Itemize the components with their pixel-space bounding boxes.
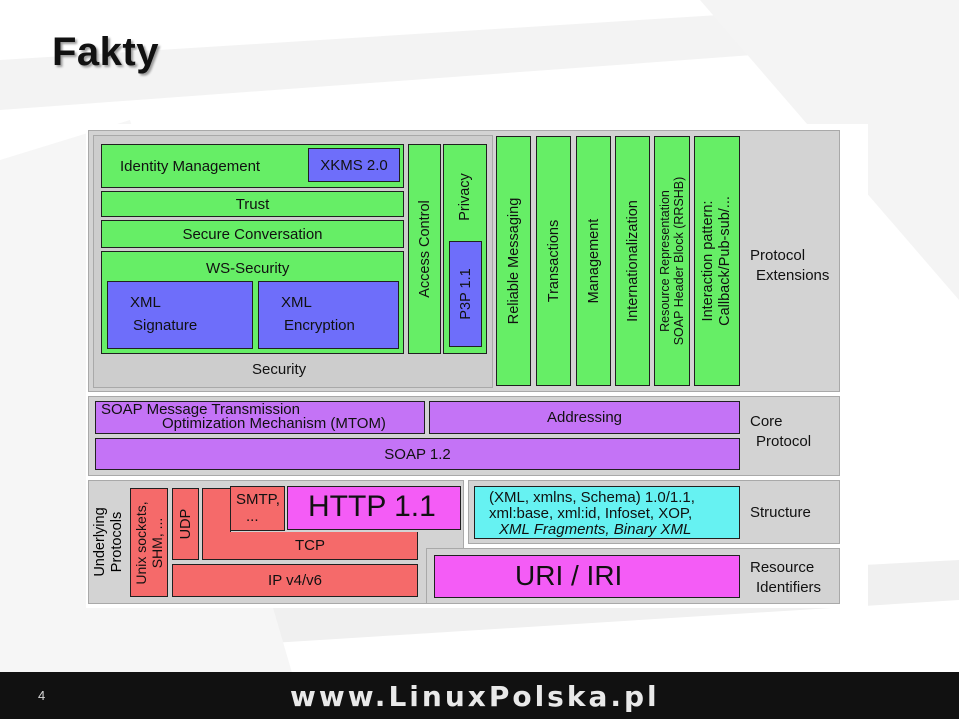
brand-logo-text: www.LinuxPolska.pl [290,680,660,713]
tcp-box: TCP [202,532,418,560]
mtom-label-2: Optimization Mechanism (MTOM) [162,415,386,432]
xml-signature-label-1: XML [130,294,161,311]
privacy-label: Privacy [457,173,473,221]
addressing-box: Addressing [429,401,740,434]
secure-conversation-label: Secure Conversation [182,225,323,243]
xml-encryption-label-2: Encryption [284,317,355,334]
structure-line-1: (XML, xmlns, Schema) 1.0/1.1, [489,489,695,506]
core-protocol-label-1: Core [750,413,783,430]
p3p-label: P3P 1.1 [457,268,474,320]
core-protocol-label-2: Protocol [756,433,812,450]
uri-label: URI / IRI [515,560,623,591]
p3p-box: P3P 1.1 [449,241,482,347]
management-box: Management [576,136,611,386]
resource-representation-box: Resource Representation SOAP Header Bloc… [654,136,690,386]
access-control-label: Access Control [416,200,433,298]
underlying-protocols-line-2: Protocols [109,511,125,573]
footer-bar [0,672,959,719]
interaction-pattern-label: Interaction pattern: Callback/Pub-sub/..… [700,196,734,326]
slide-title: Fakty [52,30,159,74]
management-label: Management [585,218,602,304]
xml-encryption-label-1: XML [281,294,312,311]
security-label: Security [252,361,307,378]
ip-box: IP v4/v6 [172,564,418,597]
tcp-label: TCP [295,537,325,554]
resource-identifiers-label: Resource Identifiers [750,558,821,598]
ip-label: IP v4/v6 [268,572,322,589]
structure-label: Structure [750,504,811,521]
xkms-label: XKMS 2.0 [320,156,388,174]
identity-management-label: Identity Management [120,158,261,175]
structure-line-2: xml:base, xml:id, Infoset, XOP, [489,505,693,522]
xml-signature-box: XML Signature [107,281,253,349]
trust-label: Trust [235,195,270,213]
unix-sockets-box: Unix sockets, SHM, ... [130,488,168,597]
interaction-pattern-line-2: Callback/Pub-sub/... [717,196,733,326]
internationalization-box: Internationalization [615,136,650,386]
tcp-joint [203,530,230,534]
http-label: HTTP 1.1 [308,490,436,523]
ws-security-label: WS-Security [206,260,290,277]
internationalization-label: Internationalization [624,200,641,322]
xkms-box: XKMS 2.0 [308,148,400,182]
unix-sockets-line-2: SHM, ... [149,517,165,568]
page-number: 4 [38,688,46,703]
protocol-extensions-label-1: Protocol [750,247,806,264]
resource-representation-line-2: SOAP Header Block (RRSHB) [672,176,686,346]
transactions-box: Transactions [536,136,571,386]
resource-identifiers-label-2: Identifiers [756,579,822,596]
mtom-box: SOAP Message Transmission Optimization M… [95,401,425,434]
protocol-extensions-label-2: Extensions [756,267,830,284]
smtp-label-1: SMTP, [236,491,280,508]
addressing-label: Addressing [546,409,623,426]
smtp-box: SMTP, ... [230,486,285,531]
secure-conversation-box: Secure Conversation [101,220,404,248]
resource-identifiers-label-1: Resource [750,559,815,576]
web-services-stack-diagram: Identity Management XKMS 2.0 Trust Secur… [86,124,868,608]
soap-box: SOAP 1.2 [95,438,740,470]
reliable-messaging-box: Reliable Messaging [496,136,531,386]
structure-line-3: XML Fragments, Binary XML [499,521,692,538]
mtom-label-1: SOAP Message Transmission [101,401,300,418]
interaction-pattern-box: Interaction pattern: Callback/Pub-sub/..… [694,136,740,386]
underlying-protocols-line-1: Underlying [92,507,108,577]
udp-label: UDP [177,508,194,540]
core-protocol-label: Core Protocol [750,412,811,452]
unix-sockets-label: Unix sockets, SHM, ... [133,501,165,584]
http-box: HTTP 1.1 [287,486,461,530]
resource-representation-label: Resource Representation SOAP Header Bloc… [658,177,686,346]
udp-box: UDP [172,488,199,560]
soap-label: SOAP 1.2 [384,445,451,463]
smtp-label-2: ... [246,508,259,525]
resource-representation-line-1: Resource Representation [658,190,672,332]
underlying-protocols-text: Underlying Protocols [92,507,126,576]
unix-sockets-line-1: Unix sockets, [133,500,149,585]
xml-encryption-box: XML Encryption [258,281,399,349]
structure-box: (XML, xmlns, Schema) 1.0/1.1, xml:base, … [474,486,740,539]
protocol-extensions-label: Protocol Extensions [750,246,829,286]
reliable-messaging-label: Reliable Messaging [505,197,522,325]
access-control-box: Access Control [408,144,441,354]
interaction-pattern-line-1: Interaction pattern: [700,200,716,322]
uri-box: URI / IRI [434,555,740,598]
xml-signature-label-2: Signature [133,317,198,334]
transactions-label: Transactions [545,219,562,303]
underlying-protocols-label: Underlying Protocols [90,484,128,600]
trust-box: Trust [101,191,404,217]
